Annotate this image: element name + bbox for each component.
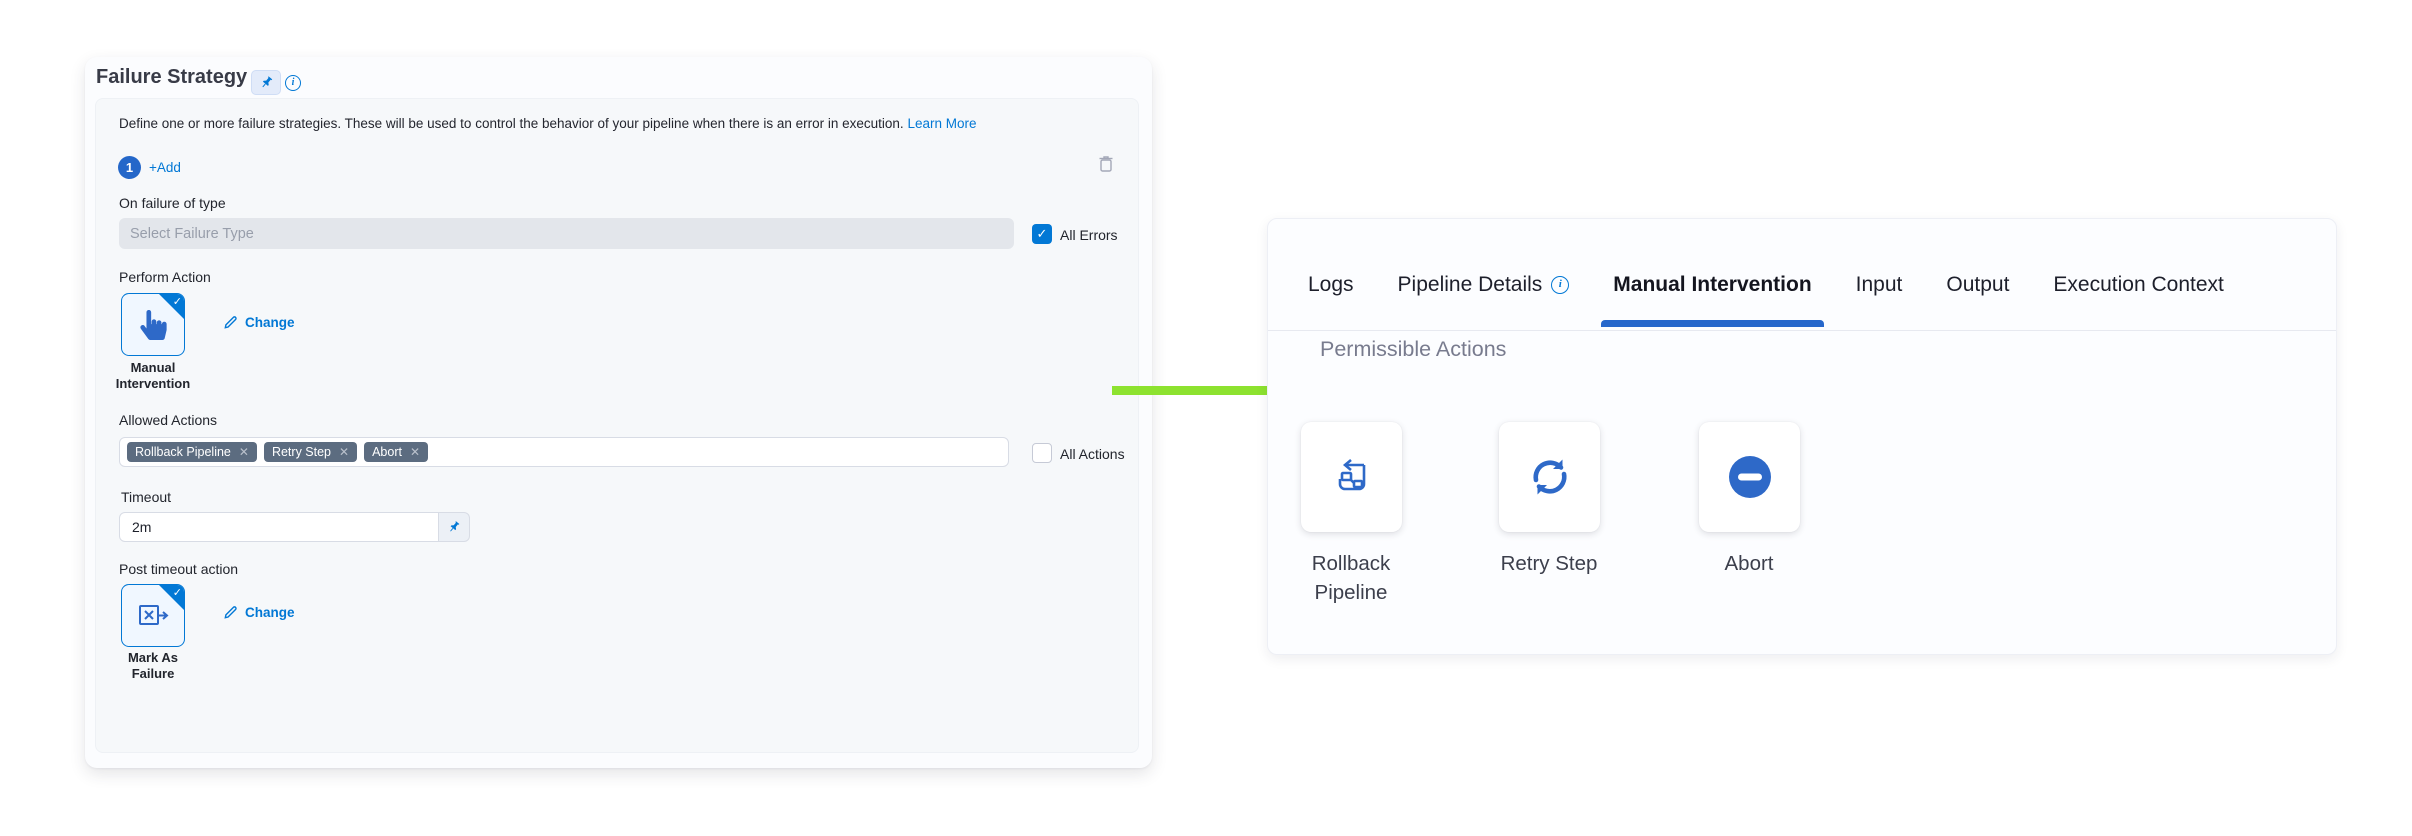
annotation-arrow bbox=[1112, 386, 1294, 395]
mark-as-failure-icon bbox=[136, 603, 170, 629]
tab-manual-intervention[interactable]: Manual Intervention bbox=[1601, 273, 1825, 327]
perform-action-value: Manual Intervention bbox=[115, 360, 191, 391]
rollback-pipeline-action-card[interactable] bbox=[1301, 422, 1402, 532]
failure-type-label: On failure of type bbox=[119, 195, 226, 211]
abort-icon bbox=[1727, 454, 1773, 500]
remove-tag-icon[interactable]: ✕ bbox=[409, 445, 421, 459]
manual-intervention-step-card[interactable]: ✓ bbox=[121, 293, 185, 356]
pin-icon bbox=[447, 520, 461, 534]
tab-execution-context[interactable]: Execution Context bbox=[2053, 272, 2224, 296]
post-timeout-action-value: Mark As Failure bbox=[127, 650, 179, 681]
tab-output[interactable]: Output bbox=[1946, 272, 2010, 296]
post-timeout-action-label: Post timeout action bbox=[119, 561, 239, 577]
tab-logs[interactable]: Logs bbox=[1308, 272, 1354, 296]
pencil-icon bbox=[223, 605, 238, 620]
add-strategy-button[interactable]: +Add bbox=[149, 160, 181, 175]
all-actions-label: All Actions bbox=[1060, 446, 1125, 462]
panel-title: Failure Strategy bbox=[96, 66, 248, 88]
allowed-actions-input[interactable]: Rollback Pipeline ✕ Retry Step ✕ Abort ✕ bbox=[119, 437, 1009, 467]
change-post-timeout-link[interactable]: Change bbox=[223, 605, 295, 620]
tab-input[interactable]: Input bbox=[1855, 272, 1903, 296]
tag-abort[interactable]: Abort ✕ bbox=[364, 442, 429, 462]
pencil-icon bbox=[223, 315, 238, 330]
rollback-pipeline-icon bbox=[1330, 455, 1374, 499]
selected-corner bbox=[159, 294, 184, 319]
retry-step-action-card[interactable] bbox=[1499, 422, 1600, 532]
selected-corner bbox=[159, 585, 184, 610]
strategy-card: Define one or more failure strategies. T… bbox=[95, 98, 1139, 753]
all-actions-checkbox[interactable] bbox=[1032, 443, 1052, 463]
step-details-panel: Logs Pipeline Details i Manual Intervent… bbox=[1267, 218, 2337, 655]
abort-label: Abort bbox=[1724, 552, 1774, 575]
change-action-link[interactable]: Change bbox=[223, 315, 295, 330]
retry-icon bbox=[1527, 454, 1573, 500]
all-errors-checkbox[interactable]: ✓ bbox=[1032, 224, 1052, 244]
check-icon: ✓ bbox=[1036, 226, 1048, 241]
strategy-index-badge[interactable]: 1 bbox=[118, 156, 141, 179]
learn-more-link[interactable]: Learn More bbox=[907, 116, 977, 131]
delete-strategy-button[interactable] bbox=[1097, 154, 1115, 174]
timeout-label: Timeout bbox=[121, 489, 172, 505]
tab-bar: Logs Pipeline Details i Manual Intervent… bbox=[1268, 219, 2336, 331]
retry-step-label: Retry Step bbox=[1500, 552, 1598, 575]
tag-rollback-pipeline[interactable]: Rollback Pipeline ✕ bbox=[127, 442, 257, 462]
timeout-input[interactable] bbox=[119, 512, 439, 542]
mark-as-failure-step-card[interactable]: ✓ bbox=[121, 584, 185, 647]
allowed-actions-label: Allowed Actions bbox=[119, 412, 218, 428]
remove-tag-icon[interactable]: ✕ bbox=[339, 445, 350, 459]
rollback-pipeline-label: Rollback Pipeline bbox=[1311, 552, 1391, 604]
tab-pipeline-details[interactable]: Pipeline Details i bbox=[1398, 273, 1570, 303]
hand-pointer-icon bbox=[139, 309, 167, 340]
all-errors-label: All Errors bbox=[1060, 227, 1118, 243]
failure-type-select[interactable]: Select Failure Type bbox=[119, 218, 1014, 249]
failure-strategy-panel: Failure Strategy i Define one or more fa… bbox=[85, 57, 1152, 768]
description-text: Define one or more failure strategies. T… bbox=[119, 116, 977, 131]
tag-retry-step[interactable]: Retry Step ✕ bbox=[263, 442, 358, 462]
selected-check-icon: ✓ bbox=[172, 296, 182, 308]
pin-icon bbox=[259, 75, 274, 90]
timeout-pin-button[interactable] bbox=[439, 512, 470, 542]
pin-button[interactable] bbox=[251, 70, 281, 95]
info-icon[interactable]: i bbox=[1551, 275, 1570, 294]
info-icon[interactable]: i bbox=[285, 75, 301, 91]
remove-tag-icon[interactable]: ✕ bbox=[238, 445, 249, 459]
abort-action-card[interactable] bbox=[1699, 422, 1800, 532]
selected-check-icon: ✓ bbox=[172, 587, 182, 599]
timeout-field bbox=[119, 512, 470, 542]
perform-action-label: Perform Action bbox=[119, 269, 211, 285]
permissible-actions-heading: Permissible Actions bbox=[1320, 337, 1507, 361]
